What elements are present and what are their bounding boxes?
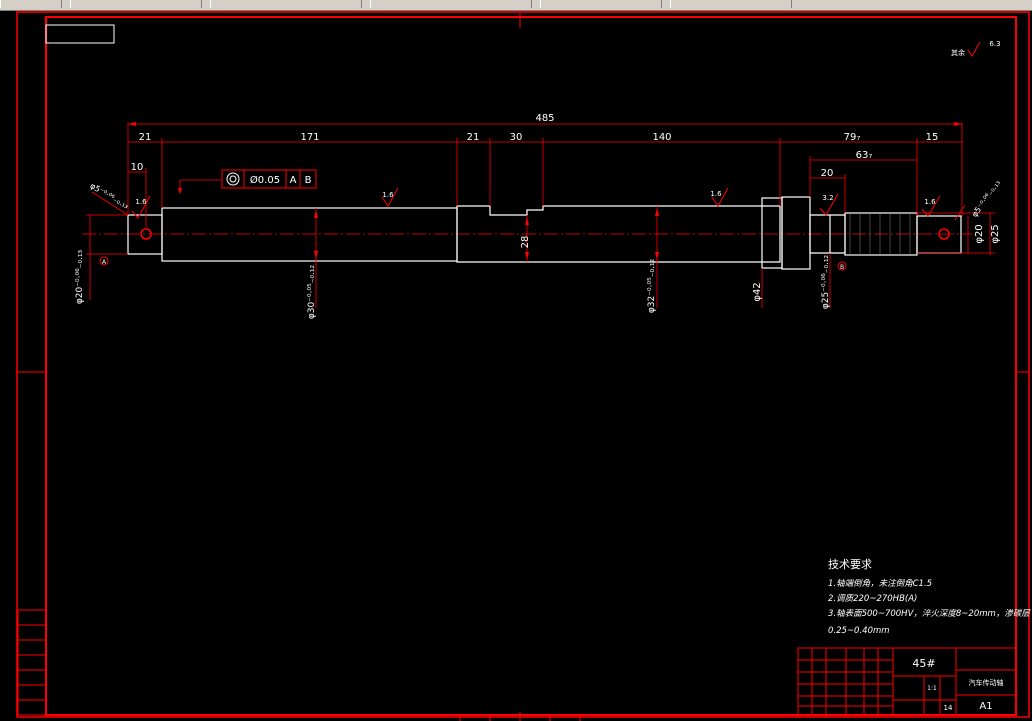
center-hole-left: [140, 228, 152, 240]
datum-markers: A B: [99, 256, 847, 271]
toolbar-segment[interactable]: [540, 0, 662, 8]
app-toolbar: [0, 0, 1032, 11]
drawing-canvas[interactable]: 485 21 171 21 30 140 79₇ 15 63₇ 20 10 28…: [0, 10, 1032, 721]
dim-overall-length: 485: [535, 113, 554, 124]
dim-phi42: φ42: [752, 282, 763, 301]
dimension-texts: 485 21 171 21 30 140 79₇ 15 63₇ 20 10 28…: [75, 113, 1002, 319]
dimension-lines: [86, 122, 995, 308]
toolbar-segment[interactable]: [70, 0, 202, 8]
tolerance-datum-b: B: [305, 175, 312, 186]
dim-30: 30: [510, 132, 523, 143]
dim-15: 15: [926, 132, 939, 143]
title-block-sheet-size: A1: [979, 701, 992, 712]
roughness-general: 6.3: [989, 40, 1000, 48]
center-hole-left-note: φ5⁻⁰·⁰⁶₋₀.₁₃: [88, 181, 130, 210]
roughness-5: 1.6: [924, 198, 936, 206]
dim-phi30: φ30⁻⁰·⁰⁵₋₀.₁₂: [307, 264, 317, 319]
center-hole-right: [938, 228, 950, 240]
dim-phi20: φ20: [974, 224, 985, 243]
dim-10: 10: [131, 162, 144, 173]
dim-21-mid: 21: [467, 132, 480, 143]
dim-63: 63₇: [856, 150, 873, 161]
title-block-scale: 1:1: [927, 685, 937, 692]
tech-requirements: 技术要求 1.轴端倒角，未注倒角C1.5 2.调质220~270HB(A) 3.…: [828, 558, 1031, 636]
datum-b-label: B: [840, 264, 844, 271]
dim-28: 28: [520, 236, 531, 249]
toolbar-segment[interactable]: [210, 0, 362, 8]
roughness-values: 1.6 1.6 1.6 3.2 1.6 6.3 其余: [135, 40, 1000, 206]
dim-21-left: 21: [139, 132, 152, 143]
title-block-quantity: 14: [944, 704, 953, 712]
toolbar-segment[interactable]: [670, 0, 792, 8]
geometric-tolerance-frame: Ø0.05 A B: [221, 169, 317, 189]
title-block: 45# 汽车传动轴 A1 14 1:1: [797, 647, 1017, 716]
toolbar-segment[interactable]: [370, 0, 532, 8]
dim-phi20-left: φ20⁻⁰·⁰⁶₋₀.₁₃: [75, 249, 85, 304]
datum-a-label: A: [102, 259, 107, 266]
tech-requirements-title: 技术要求: [828, 558, 872, 571]
drawing-number-box: [45, 24, 115, 44]
tech-req-3: 3.轴表面500~700HV，淬火深度8~20mm，渗碳层: [828, 608, 1031, 619]
tolerance-value: Ø0.05: [250, 174, 280, 186]
tech-req-1: 1.轴端倒角，未注倒角C1.5: [828, 578, 932, 589]
dim-79: 79₇: [844, 132, 861, 143]
title-block-material: 45#: [912, 657, 935, 670]
concentricity-icon: [226, 172, 240, 186]
shaft-outline: [127, 196, 962, 270]
title-block-part-name: 汽车传动轴: [969, 678, 1004, 687]
bottom-zone-marks: [459, 712, 581, 721]
roughness-2: 1.6: [710, 190, 722, 198]
tolerance-datum-a: A: [290, 175, 297, 186]
dim-20: 20: [821, 168, 834, 179]
knurled-section: [849, 213, 911, 255]
revision-side-table: [17, 609, 47, 716]
toolbar-segment[interactable]: [0, 0, 62, 8]
roughness-symbols: [131, 41, 981, 219]
inner-border: [45, 16, 1017, 716]
dim-phi32: φ32⁻⁰·⁰⁵₋₀.₁₂: [647, 258, 657, 313]
dim-phi25-tol: φ25⁻⁰·⁰⁶₋₀.₁₂: [821, 254, 831, 309]
dim-phi25: φ25: [990, 224, 1001, 243]
tech-req-4: 0.25~0.40mm: [828, 626, 890, 636]
tech-req-2: 2.调质220~270HB(A): [828, 593, 917, 604]
outer-border: [16, 11, 1030, 718]
roughness-4: 3.2: [822, 194, 833, 202]
roughness-general-label: 其余: [951, 48, 965, 57]
dim-140: 140: [652, 132, 671, 143]
dim-171: 171: [300, 132, 319, 143]
roughness-3: 1.6: [135, 198, 147, 206]
roughness-1: 1.6: [382, 191, 394, 199]
dimension-arrows: [128, 122, 962, 260]
